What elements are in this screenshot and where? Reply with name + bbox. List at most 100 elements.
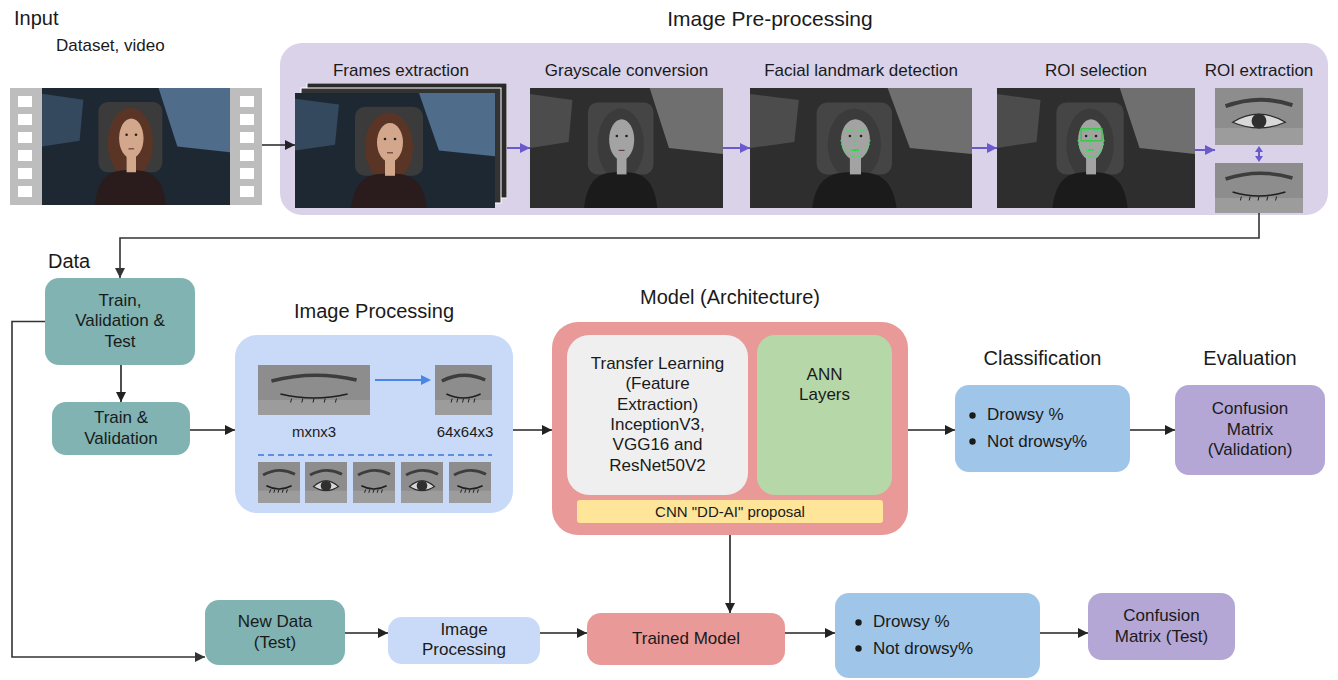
- image-processing-panel: Image Processingmxnx364x64x3: [235, 335, 513, 513]
- graphic-part: [271, 375, 356, 381]
- graphic-part: [240, 114, 254, 125]
- graphic-part: [750, 88, 972, 208]
- graphic-part: [435, 365, 492, 415]
- text-holder: Model (Architecture): [640, 285, 820, 309]
- graphic-part: [1095, 135, 1098, 138]
- graphic-part: [1091, 150, 1093, 152]
- graphic-part: [855, 138, 857, 140]
- graphic-part: [1086, 150, 1088, 152]
- graphic-part: [584, 172, 657, 208]
- graphic-part: [258, 491, 300, 503]
- box-label: Trained Model: [632, 629, 740, 648]
- graphic-part: [855, 150, 857, 152]
- graphic-part: [855, 135, 857, 137]
- graphic-part: [258, 462, 300, 503]
- bullet-dot: [855, 619, 862, 626]
- text-holder: Grayscale conversion: [545, 61, 708, 81]
- graphic-part: [18, 150, 32, 161]
- text-holder: Not drowsy%: [855, 639, 973, 659]
- graphic-part: [435, 365, 492, 415]
- graphic-part: [1099, 150, 1101, 152]
- graphic-part: [321, 480, 332, 491]
- panel-heading: Image Pre-processing: [667, 7, 872, 30]
- flow-arrow: [1130, 429, 1175, 431]
- flow-arrow: [190, 429, 235, 431]
- graphic-part: [365, 489, 366, 492]
- graphic-part: [280, 394, 347, 398]
- graphic-part: [353, 462, 395, 503]
- flow-arrow: [262, 144, 295, 146]
- graphic-part: [849, 130, 851, 132]
- graphic-part: [1095, 154, 1097, 156]
- box-label: Confusion Matrix (Validation): [1208, 399, 1293, 459]
- graphic-part: [1066, 108, 1114, 180]
- graphic-part: [1090, 138, 1092, 140]
- graphic-part: [1078, 119, 1104, 160]
- graphic-part: [598, 108, 644, 180]
- graphic-part: [1083, 153, 1085, 155]
- graphic-part: [1226, 100, 1293, 107]
- input-film-strip: InputDataset, video: [10, 88, 262, 205]
- graphic-part: [463, 399, 464, 403]
- graphic-part: [18, 186, 32, 197]
- text-holder: Data: [48, 249, 90, 273]
- bullet-dot: [969, 412, 976, 419]
- graphic-part: [353, 491, 395, 503]
- graphic-part: [1267, 197, 1268, 201]
- graphic-part: [849, 135, 852, 138]
- flow-arrow: [1040, 632, 1088, 634]
- text-holder: 64x64x3: [427, 423, 503, 441]
- graphic-part: [1084, 130, 1086, 132]
- dimension-label: 64x64x3: [437, 423, 494, 440]
- transfer-learning-box: Transfer Learning (Feature Extraction) I…: [567, 335, 748, 495]
- graphic-part: [125, 134, 128, 137]
- graphic-part: [860, 154, 862, 156]
- graphic-part: [313, 399, 314, 403]
- graphic-part: [1215, 88, 1303, 145]
- box-label: Transfer Learning (Feature Extraction) I…: [591, 354, 725, 475]
- text-holder: Train, Validation & Test: [67, 291, 173, 352]
- flow-arrow: [507, 147, 530, 149]
- graphic-part: [421, 375, 431, 385]
- graphic-part: [454, 470, 486, 475]
- graphic-part: [295, 93, 495, 208]
- section-heading: Input: [14, 7, 58, 29]
- frames-step: Frames extraction: [295, 83, 507, 208]
- graphic-part: [449, 462, 491, 503]
- text-holder: Image Processing: [398, 620, 530, 661]
- graphic-part: [406, 470, 438, 475]
- graphic-part: [42, 88, 230, 205]
- bullet-dot: [969, 438, 976, 445]
- graphic-part: [1098, 130, 1100, 132]
- graphic-part: [863, 130, 865, 132]
- graphic-part: [841, 143, 843, 145]
- graphic-part: [477, 489, 478, 492]
- flow-arrow: [345, 632, 388, 634]
- graphic-part: [373, 489, 374, 492]
- graphic-part: [305, 462, 347, 503]
- graphic-part: [409, 481, 434, 491]
- graphic-part: [95, 170, 166, 205]
- graphic-part: [108, 108, 153, 178]
- graphic-part: [1101, 147, 1103, 149]
- graphic-part: [365, 113, 413, 182]
- trained-model-box: Trained Model: [587, 613, 785, 665]
- text-holder: Image Processing: [294, 299, 454, 323]
- graphic-part: [361, 486, 386, 489]
- graphic-part: [861, 130, 863, 132]
- graphic-part: [381, 489, 382, 492]
- box-label: CNN "DD-AI" proposal: [655, 503, 805, 520]
- graphic-part: [18, 132, 32, 143]
- graphic-part: [263, 470, 295, 475]
- graphic-part: [855, 144, 857, 146]
- graphic-part: [1087, 130, 1089, 132]
- graphic-part: [446, 394, 480, 398]
- graphic-part: [377, 123, 403, 162]
- graphic-part: [1215, 128, 1303, 145]
- graphic-part: [868, 143, 870, 145]
- graphic-part: [417, 480, 428, 491]
- graphic-part: [1226, 173, 1293, 179]
- graphic-part: [849, 154, 851, 156]
- flow-arrow: [785, 632, 835, 634]
- graphic-part: [1103, 140, 1105, 142]
